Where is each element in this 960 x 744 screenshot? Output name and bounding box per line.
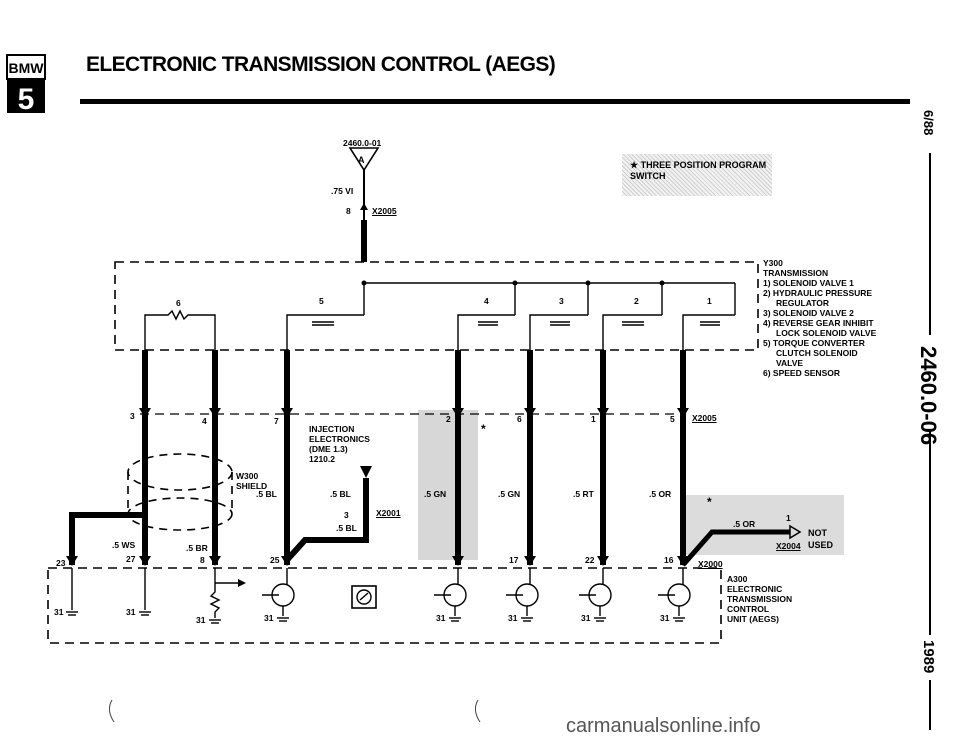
y300-legend: Y300 TRANSMISSION 1) SOLENOID VALVE 1 2)… [763,258,893,378]
component-number: 4 [484,296,489,306]
injection-line: (DME 1.3) [309,444,348,454]
w300-label: W300 SHIELD [236,471,267,491]
wire-ws: .5 WS [112,540,136,550]
title-rule [80,99,910,104]
bottom-pin: 25 [270,555,280,565]
a300-line: ELECTRONIC [727,584,783,594]
a300-line: CONTROL [727,604,770,614]
ground-label: 31 [126,607,136,617]
w300-id: W300 [236,471,259,481]
y300-line: 3) SOLENOID VALVE 2 [763,308,854,318]
ground-label: 31 [54,607,64,617]
y300-id: Y300 [763,258,783,268]
injection-line: ELECTRONICS [309,434,370,444]
ground-label: 31 [508,613,518,623]
wire-rt: .5 RT [573,489,594,499]
w300-shield: SHIELD [236,481,268,491]
injection-wire-2: .5 BL [336,523,357,533]
bottom-connector: X2000 [698,559,723,569]
component-number: 5 [319,296,324,306]
a300-id: A300 [727,574,748,584]
injection-line: 1210.2 [309,454,335,464]
mid-pin: 5 [670,414,675,424]
y300-line: 1) SOLENOID VALVE 1 [763,278,854,288]
ground-label: 31 [436,613,446,623]
wire-gn-2: .5 GN [498,489,521,499]
ground-label: 31 [581,613,591,623]
bmw-5-series-badge: BMW 5 [6,54,76,114]
top-connector: X2005 [372,206,397,216]
a300-line: UNIT (AEGS) [727,614,779,624]
y300-line: REGULATOR [776,298,830,308]
top-pin: 8 [346,206,351,216]
ground-label: 31 [264,613,274,623]
y300-line: 4) REVERSE GEAR INHIBIT [763,318,874,328]
component-number: 3 [559,296,564,306]
bottom-pin: 22 [585,555,595,565]
mid-pin: 6 [517,414,522,424]
a300-legend: A300 ELECTRONIC TRANSMISSION CONTROL UNI… [727,574,792,624]
watermark: carmanualsonline.info [566,715,761,737]
wire-gn-1: .5 GN [424,489,447,499]
bottom-pin: 16 [664,555,674,565]
page-title: ELECTRONIC TRANSMISSION CONTROL (AEGS) [86,53,556,76]
top-wire-label: .75 VI [331,186,354,196]
mid-pin: 1 [591,414,596,424]
y300-line: TRANSMISSION [763,268,829,278]
svg-text:A: A [358,155,365,165]
injection-line: INJECTION [309,424,355,434]
program-switch-note: ★ THREE POSITION PROGRAM SWITCH [622,154,772,196]
y300-line: VALVE [776,358,804,368]
injection-connector: X2001 [376,508,401,518]
y300-line: 6) SPEED SENSOR [763,368,840,378]
mid-pin: 4 [202,416,207,426]
a300-line: TRANSMISSION [727,594,793,604]
injection-wire: .5 BL [330,489,351,499]
mid-connector: X2005 [692,413,717,423]
wire-or: .5 OR [649,489,672,499]
injection-pin: 3 [344,510,349,520]
bottom-pin: 27 [126,554,136,564]
not-used-text: NOT USED [808,528,834,550]
y300-line: 5) TORQUE CONVERTER [763,338,865,348]
mid-pin: 7 [274,416,279,426]
badge-series: 5 [18,83,35,114]
bottom-pin: 17 [509,555,519,565]
star-mark: * [481,422,486,436]
y300-line: LOCK SOLENOID VALVE [776,328,877,338]
y300-line: CLUTCH SOLENOID [776,348,858,358]
not-used-connector: X2004 [776,541,801,551]
wire-bl: .5 BL [256,489,277,499]
not-used-pin: 1 [786,513,791,523]
mid-pin: 3 [130,411,135,421]
ground-label: 31 [196,615,206,625]
ref-code: 2460.0-01 [343,138,382,148]
component-number: 1 [707,296,712,306]
mid-pin: 2 [446,414,451,424]
star-mark: * [707,495,712,509]
bottom-pin: 8 [200,555,205,565]
injection-label: INJECTION ELECTRONICS (DME 1.3) 1210.2 [309,424,370,464]
badge-brand: BMW [9,60,45,76]
ground-label: 31 [660,613,670,623]
bottom-pin: 23 [56,558,66,568]
wire-br: .5 BR [186,543,208,553]
y300-line: 2) HYDRAULIC PRESSURE [763,288,873,298]
component-number: 6 [176,298,181,308]
component-number: 2 [634,296,639,306]
wire-or-2: .5 OR [733,519,756,529]
